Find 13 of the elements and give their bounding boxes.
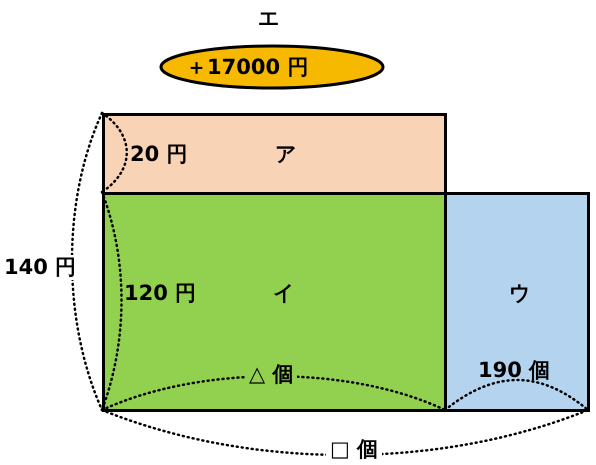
area-label: イ [273, 283, 295, 304]
amount-label: ＋17000 円 [186, 57, 308, 78]
area-label: ウ [509, 283, 531, 304]
dimension-label: 20 円 [130, 144, 188, 165]
area-rect [102, 192, 447, 412]
dimension-label: △ 個 [245, 362, 298, 387]
heading-label: エ [258, 8, 280, 29]
dimension-label: □ 個 [326, 437, 382, 462]
area-rect [444, 192, 590, 412]
dimension-label: 120 円 [124, 283, 196, 304]
area-rect [102, 113, 447, 195]
dimension-label: 190 個 [478, 360, 550, 381]
area-label: ア [275, 144, 297, 165]
